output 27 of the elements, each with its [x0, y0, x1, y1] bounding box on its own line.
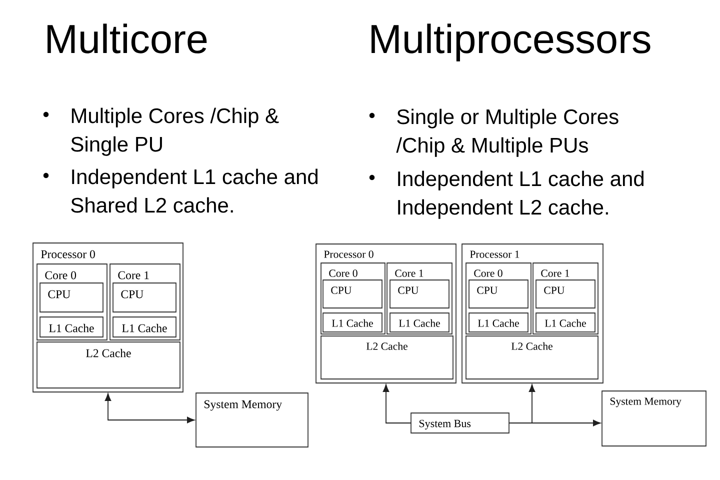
cache-box: L1 Cache: [112, 316, 176, 338]
cpu-box: CPU: [112, 282, 176, 312]
cpu-box: CPU: [322, 280, 382, 308]
cpu-box: CPU: [390, 280, 450, 308]
bullet-text: Independent L1 cache and Shared L2 cache.: [71, 168, 318, 213]
cpu-box: CPU: [536, 280, 596, 308]
cache-box: L1 Cache: [322, 312, 382, 332]
heading: Multiprocessors: [372, 24, 650, 62]
arrow: [508, 420, 601, 426]
cache-box: L1 Cache: [40, 316, 104, 338]
heading: Multicore: [48, 24, 207, 54]
cache-box: L2 Cache: [466, 336, 598, 380]
cache-box: L1 Cache: [468, 312, 528, 332]
arrow: [382, 384, 412, 424]
cache-box: L1 Cache: [390, 312, 450, 332]
cache-box: L2 Cache: [36, 342, 180, 388]
bullet-text: Multiple Cores /Chip & Single PU: [71, 108, 279, 156]
cpu-box: CPU: [468, 280, 528, 308]
memory-box: System Memory: [196, 392, 308, 448]
memory-box: System Memory: [602, 390, 706, 446]
cpu-box: CPU: [40, 282, 104, 312]
cache-box: L1 Cache: [536, 312, 596, 332]
arrow: [104, 393, 195, 424]
bus-box: System Bus: [410, 412, 510, 434]
bullet-text: Single or Multiple Cores /Chip & Multiple PUs: [396, 108, 618, 157]
cache-box: L2 Cache: [320, 336, 454, 380]
bullet-text: Independent L1 cache and Independent L2 cache.: [398, 170, 644, 219]
